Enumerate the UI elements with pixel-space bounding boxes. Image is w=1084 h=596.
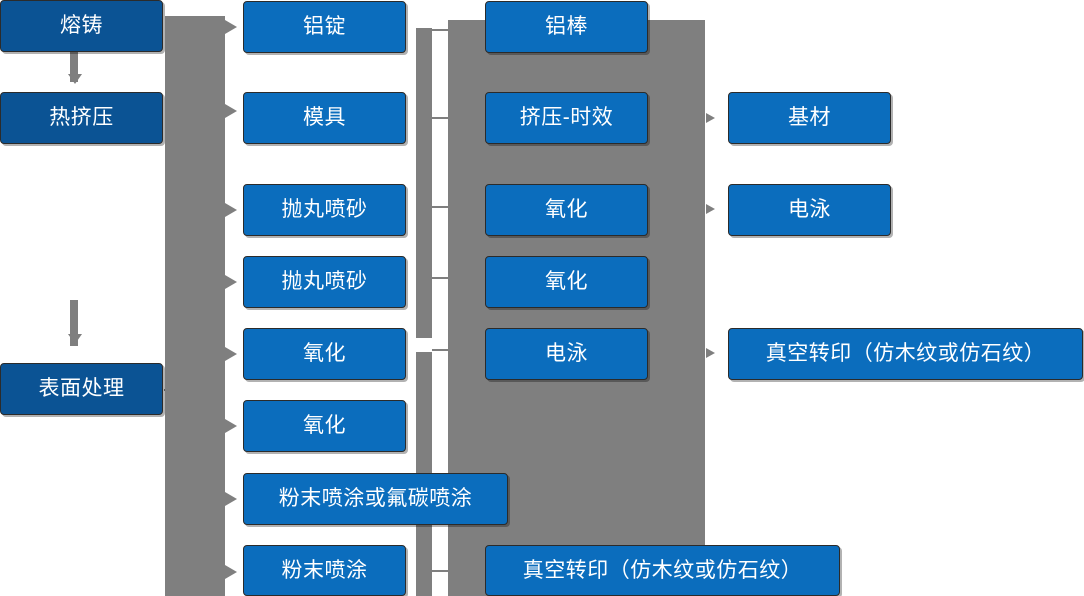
comb-line-1 [432, 29, 454, 31]
material-label: 粉末喷涂 [281, 558, 368, 582]
material-box-fenmopentu-huotan[interactable]: 粉末喷涂或氟碳喷涂 [243, 473, 508, 525]
connector-bar-materials [416, 28, 432, 338]
arrowhead-to-out-3 [706, 348, 715, 358]
process-box-dianyong[interactable]: 电泳 [485, 328, 648, 380]
process-label: 铝棒 [545, 15, 588, 39]
output-label: 基材 [788, 106, 831, 130]
arrowhead-to-out-1 [706, 113, 715, 123]
material-box-luding[interactable]: 铝锭 [243, 1, 406, 53]
stage-box-rejiya[interactable]: 热挤压 [0, 92, 163, 144]
material-label: 粉末喷涂或氟碳喷涂 [278, 487, 473, 511]
stage-box-rongzhu[interactable]: 熔铸 [0, 0, 163, 52]
stage-label: 热挤压 [49, 106, 114, 130]
process-label: 氧化 [545, 270, 588, 294]
connector-stage3-stub [164, 389, 188, 391]
material-label: 铝锭 [303, 15, 346, 39]
material-label: 模具 [303, 106, 346, 130]
comb-line-2 [432, 117, 454, 119]
comb-line-6 [432, 570, 454, 572]
material-label: 抛丸喷砂 [281, 198, 368, 222]
output-box-jicai[interactable]: 基材 [728, 92, 891, 144]
arrowhead-to-out-2 [706, 204, 715, 214]
process-label: 挤压-时效 [519, 106, 614, 130]
material-box-muju[interactable]: 模具 [243, 92, 406, 144]
stage-label: 表面处理 [38, 377, 125, 401]
arrowhead-to-mat-1 [225, 20, 237, 34]
material-box-paowanpensha-1[interactable]: 抛丸喷砂 [243, 184, 406, 236]
output-box-dianyong[interactable]: 电泳 [728, 184, 891, 236]
arrowhead-to-mat-2 [225, 104, 237, 118]
arrowhead-to-mat-8 [225, 565, 237, 579]
material-label: 抛丸喷砂 [281, 270, 368, 294]
process-label: 氧化 [545, 198, 588, 222]
arrowhead-to-mat-7 [225, 492, 237, 506]
process-box-yanghua-2[interactable]: 氧化 [485, 256, 648, 308]
process-box-jiya-shixiao[interactable]: 挤压-时效 [485, 92, 648, 144]
process-box-yanghua-1[interactable]: 氧化 [485, 184, 648, 236]
output-box-zhenkongzhuanyin[interactable]: 真空转印（仿木纹或仿石纹） [728, 328, 1083, 380]
process-label: 电泳 [545, 342, 588, 366]
stage-label: 熔铸 [60, 14, 103, 38]
comb-line-4 [432, 277, 454, 279]
connector-band-stages-to-materials [165, 16, 225, 596]
arrowhead-to-mat-6 [225, 419, 237, 433]
process-label: 真空转印（仿木纹或仿石纹） [522, 558, 803, 582]
material-label: 氧化 [303, 342, 346, 366]
arrowhead-stage2-to-stage3 [68, 334, 82, 344]
connector-stage2-to-stage3 [70, 300, 78, 346]
material-label: 氧化 [303, 414, 346, 438]
comb-line-5 [432, 349, 454, 351]
arrowhead-to-mat-5 [225, 347, 237, 361]
material-box-yanghua-1[interactable]: 氧化 [243, 328, 406, 380]
material-box-paowanpensha-2[interactable]: 抛丸喷砂 [243, 256, 406, 308]
output-label: 真空转印（仿木纹或仿石纹） [765, 342, 1046, 366]
process-box-lubang[interactable]: 铝棒 [485, 1, 648, 53]
comb-line-3 [432, 206, 454, 208]
stage-box-biaomianchuli[interactable]: 表面处理 [0, 363, 163, 415]
process-box-zhenkongzhuanyin[interactable]: 真空转印（仿木纹或仿石纹） [485, 545, 840, 596]
output-label: 电泳 [788, 198, 831, 222]
connector-stage1-to-stage2 [70, 52, 78, 82]
material-box-fenmopentu[interactable]: 粉末喷涂 [243, 545, 406, 596]
arrowhead-to-mat-3 [225, 203, 237, 217]
arrowhead-stage1-to-stage2 [68, 74, 82, 84]
material-box-yanghua-2[interactable]: 氧化 [243, 400, 406, 452]
arrowhead-to-mat-4 [225, 275, 237, 289]
